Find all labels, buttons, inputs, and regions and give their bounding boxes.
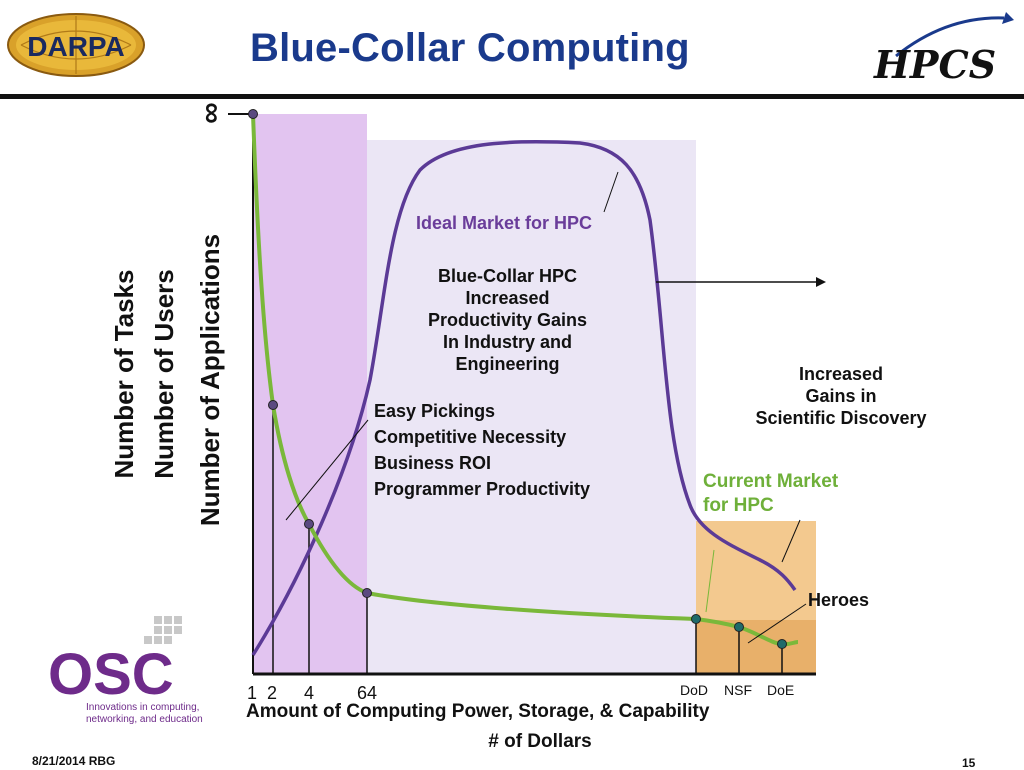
current-market-line-1: Current Market: [703, 471, 839, 492]
blue-collar-line-4: In Industry and: [442, 332, 572, 352]
darpa-logo-text: DARPA: [27, 31, 124, 62]
easy-pickings-callout: [285, 419, 369, 521]
x-tick-2: 2: [267, 683, 278, 703]
current-market-line-2: for HPC: [703, 495, 774, 516]
x-tick-4: 4: [304, 683, 315, 703]
x-axis-sublabel: # of Dollars: [488, 731, 592, 752]
scientific-line-1: Increased: [798, 364, 884, 384]
hpcs-logo-text: HPCS: [873, 42, 996, 86]
easy-pickings-line-4: Programmer Productivity: [374, 479, 591, 499]
infinity-symbol: ∞: [194, 102, 227, 124]
blue-collar-line-2: Increased: [465, 288, 550, 308]
current-market-callout-green: [705, 549, 715, 613]
hpcs-logo: HPCS: [866, 8, 1016, 87]
scientific-arrow-head: [816, 277, 826, 287]
current-market-block: Current Market for HPC: [703, 470, 838, 518]
osc-logo: OSC Innovations in computing, networking…: [48, 614, 228, 726]
ideal-market-label: Ideal Market for HPC: [416, 213, 593, 233]
heroes-band: [696, 620, 816, 674]
point-1: [248, 109, 258, 119]
osc-tagline-2: networking, and education: [86, 714, 203, 725]
point-4: [304, 519, 314, 529]
scientific-line-3: Scientific Discovery: [755, 408, 927, 428]
blue-collar-block: Blue-Collar HPC Increased Productivity G…: [400, 265, 615, 375]
demand-curve: [251, 113, 799, 647]
page-title: Blue-Collar Computing: [250, 26, 690, 70]
easy-pickings-line-3: Business ROI: [374, 453, 492, 473]
blue-collar-line-5: Engineering: [455, 354, 560, 374]
blue-collar-line-3: Productivity Gains: [427, 310, 588, 330]
easy-pickings-line-1: Easy Pickings: [374, 401, 496, 421]
osc-logo-text: OSC: [48, 642, 174, 707]
x-tick-nsf: NSF: [724, 682, 752, 698]
osc-tagline-1: Innovations in computing,: [86, 702, 199, 713]
x-tick-dod: DoD: [680, 682, 709, 698]
y-label-users: Number of Users: [149, 269, 179, 479]
darpa-logo: DARPA: [6, 12, 146, 78]
blue-collar-line-1: Blue-Collar HPC: [437, 266, 578, 286]
x-tick-64: 64: [357, 683, 378, 703]
y-label-tasks: Number of Tasks: [109, 269, 139, 479]
ideal-market-curve: [251, 140, 797, 656]
scientific-line-2: Gains in: [805, 386, 877, 406]
point-64: [362, 588, 372, 598]
x-axis-label: Amount of Computing Power, Storage, & Ca…: [246, 701, 710, 722]
heroes-callout: [747, 603, 807, 644]
scientific-block: Increased Gains in Scientific Discovery: [730, 363, 952, 429]
point-dod: [691, 614, 701, 624]
easy-pickings-line-2: Competitive Necessity: [374, 427, 567, 447]
y-label-applications: Number of Applications: [195, 233, 225, 527]
footer-date: 8/21/2014 RBG: [32, 754, 116, 768]
current-market-callout: [781, 519, 801, 563]
ideal-market-band: [367, 140, 696, 674]
point-2: [268, 400, 278, 410]
header-divider: [0, 94, 1024, 99]
x-tick-doe: DoE: [767, 682, 795, 698]
point-doe: [777, 639, 787, 649]
x-tick-1: 1: [247, 683, 258, 703]
easy-pickings-block: Easy Pickings Competitive Necessity Busi…: [374, 398, 590, 502]
point-nsf: [734, 622, 744, 632]
ideal-market-callout: [603, 171, 619, 213]
page-number: 15: [962, 756, 976, 770]
heroes-label: Heroes: [808, 590, 870, 610]
